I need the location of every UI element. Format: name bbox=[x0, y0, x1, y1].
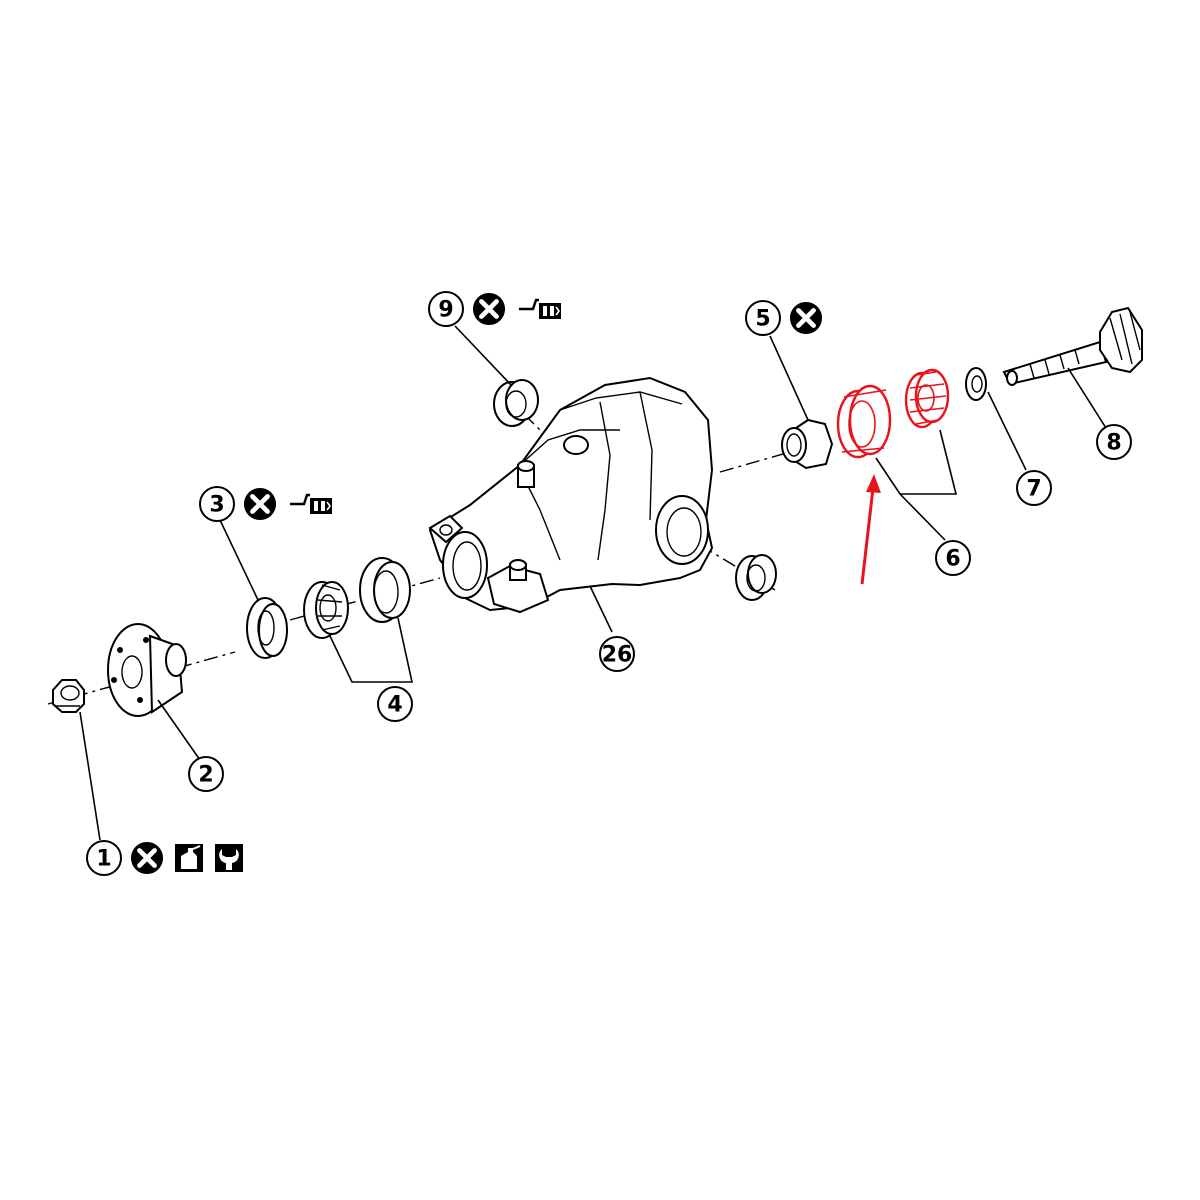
apply-grease-icon bbox=[288, 493, 334, 516]
callout-6: 6 bbox=[935, 540, 971, 576]
do-not-reuse-icon bbox=[473, 293, 505, 325]
callout-7: 7 bbox=[1016, 470, 1052, 506]
callout-circle bbox=[1096, 424, 1132, 460]
callout-8: 8 bbox=[1096, 424, 1132, 460]
callout-number: 1 bbox=[96, 847, 111, 872]
part-3-oil-seal bbox=[246, 597, 288, 659]
callout-number: 3 bbox=[209, 493, 224, 518]
part-2-companion-flange bbox=[107, 623, 187, 717]
callout-circle bbox=[745, 300, 781, 336]
do-not-reuse-icon bbox=[131, 842, 163, 874]
part-5-spacer bbox=[781, 418, 834, 470]
callout-number: 8 bbox=[1106, 431, 1121, 456]
callout-3: 3 bbox=[199, 486, 334, 522]
part-4-front-bearing bbox=[303, 557, 411, 639]
callout-number: 4 bbox=[387, 693, 402, 718]
callout-circle bbox=[199, 486, 235, 522]
callout-number: 9 bbox=[438, 298, 453, 323]
callout-circle bbox=[428, 291, 464, 327]
part-1-nut bbox=[52, 679, 85, 713]
callout-circle bbox=[599, 636, 635, 672]
apply-grease-icon bbox=[517, 298, 563, 321]
callout-circle bbox=[377, 686, 413, 722]
callout-number: 7 bbox=[1026, 477, 1041, 502]
leader-lines bbox=[79, 325, 1107, 841]
callout-labels: 1 2 3 4 5 6 7 8 9 26 bbox=[86, 291, 1132, 876]
callout-number: 5 bbox=[755, 307, 770, 332]
callout-26: 26 bbox=[599, 636, 635, 672]
part-9-side-oil-seal-right bbox=[735, 554, 777, 601]
callout-circle bbox=[86, 840, 122, 876]
callout-circle bbox=[188, 756, 224, 792]
torque-wrench-icon bbox=[215, 844, 243, 872]
part-6-rear-bearing-highlighted bbox=[836, 368, 950, 459]
part-26-differential-carrier bbox=[428, 376, 714, 614]
callout-number: 2 bbox=[198, 763, 213, 788]
callout-1: 1 bbox=[86, 840, 243, 876]
indicator-arrow bbox=[860, 474, 881, 585]
callout-number: 26 bbox=[602, 643, 633, 668]
callout-circle bbox=[935, 540, 971, 576]
callout-5: 5 bbox=[745, 300, 822, 336]
callout-circle bbox=[1016, 470, 1052, 506]
callout-9: 9 bbox=[428, 291, 563, 327]
callout-4: 4 bbox=[377, 686, 413, 722]
do-not-reuse-icon bbox=[790, 302, 822, 334]
part-8-drive-pinion bbox=[1002, 306, 1143, 386]
part-7-adjusting-washer bbox=[965, 367, 987, 401]
callout-number: 6 bbox=[945, 547, 960, 572]
callout-2: 2 bbox=[188, 756, 224, 792]
apply-sealant-icon bbox=[174, 843, 204, 873]
part-9-side-oil-seal-top bbox=[493, 379, 539, 427]
do-not-reuse-icon bbox=[244, 488, 276, 520]
